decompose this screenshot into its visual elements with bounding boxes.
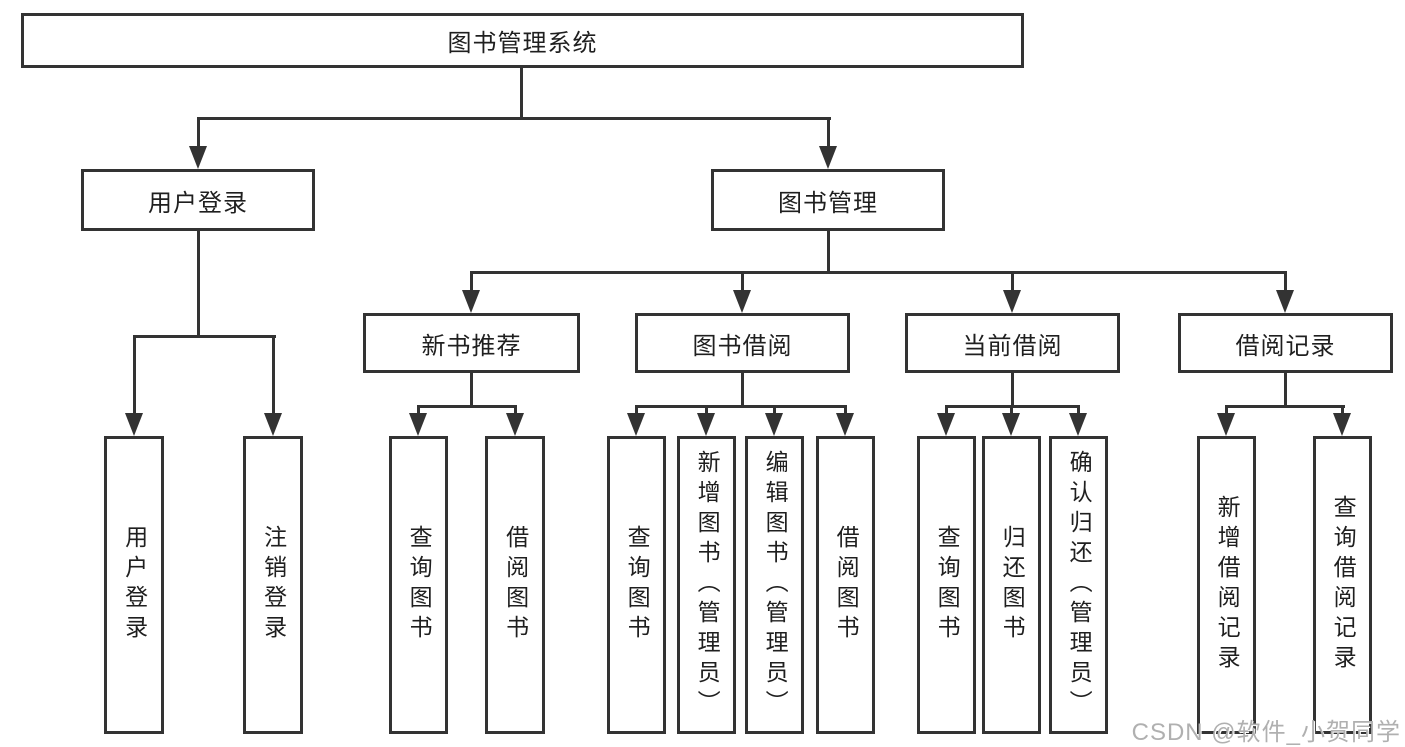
node-current-borrow: 当前借阅	[905, 313, 1120, 373]
connector-to-book-borrow	[741, 271, 744, 292]
connector-book-management-drop	[827, 231, 830, 274]
arrowhead-current-borrow	[1003, 290, 1021, 313]
leaf-user-login-label: 用户登录	[121, 525, 148, 645]
connector-to-borrow-borrow	[844, 405, 847, 415]
node-root-label: 图书管理系统	[447, 30, 598, 57]
connector-to-recommend-borrow	[514, 405, 517, 415]
leaf-borrow-borrow-book-label: 借阅图书	[833, 525, 860, 645]
arrowhead-borrow-add	[697, 413, 715, 436]
arrowhead-leaf-logout	[264, 413, 282, 436]
arrowhead-record-add	[1217, 413, 1235, 436]
arrowhead-new-book-recommend	[462, 290, 480, 313]
arrowhead-user-login	[189, 146, 207, 169]
arrowhead-current-return	[1002, 413, 1020, 436]
leaf-borrow-add-book: 新增图书（管理员）	[677, 436, 736, 734]
arrowhead-recommend-query	[409, 413, 427, 436]
arrowhead-current-query	[937, 413, 955, 436]
node-borrow-record-label: 借阅记录	[1235, 332, 1336, 360]
node-user-login-label: 用户登录	[148, 189, 248, 217]
connector-to-record-query	[1341, 405, 1344, 415]
arrowhead-book-management	[819, 146, 837, 169]
arrowhead-borrow-record	[1276, 290, 1294, 313]
node-book-borrow: 图书借阅	[635, 313, 850, 373]
connector-to-record-add	[1225, 405, 1228, 415]
arrowhead-borrow-borrow	[836, 413, 854, 436]
node-book-borrow-label: 图书借阅	[692, 332, 793, 360]
connector-to-new-book-recommend	[470, 271, 473, 292]
leaf-record-query-label: 查询借阅记录	[1330, 495, 1357, 675]
leaf-user-login: 用户登录	[104, 436, 164, 734]
leaf-current-confirm-return-label: 确认归还（管理员）	[1066, 450, 1093, 720]
leaf-record-add-label: 新增借阅记录	[1214, 495, 1241, 675]
connector-to-current-return	[1010, 405, 1013, 415]
node-book-management-label: 图书管理	[778, 189, 878, 217]
leaf-borrow-add-book-label: 新增图书（管理员）	[694, 450, 721, 720]
connector-borrow-drop	[741, 373, 744, 408]
node-new-book-recommend-label: 新书推荐	[421, 332, 522, 360]
arrowhead-record-query	[1333, 413, 1351, 436]
connector-to-book-management	[827, 117, 830, 147]
arrowhead-borrow-edit	[765, 413, 783, 436]
node-user-login: 用户登录	[81, 169, 315, 231]
leaf-recommend-borrow-book-label: 借阅图书	[502, 525, 529, 645]
leaf-recommend-query-book-label: 查询图书	[406, 525, 433, 645]
arrowhead-borrow-query	[627, 413, 645, 436]
node-current-borrow-label: 当前借阅	[962, 332, 1063, 360]
connector-to-current-confirm	[1077, 405, 1080, 415]
connector-to-borrow-record	[1284, 271, 1287, 292]
connector-record-rail	[1225, 405, 1345, 408]
leaf-borrow-edit-book-label: 编辑图书（管理员）	[762, 450, 789, 720]
arrowhead-current-confirm	[1069, 413, 1087, 436]
connector-to-user-login	[197, 117, 200, 147]
leaf-recommend-query-book: 查询图书	[389, 436, 448, 734]
arrowhead-book-borrow	[733, 290, 751, 313]
node-book-management: 图书管理	[711, 169, 945, 231]
connector-to-recommend-query	[417, 405, 420, 415]
leaf-logout: 注销登录	[243, 436, 303, 734]
leaf-record-add: 新增借阅记录	[1197, 436, 1256, 734]
connector-current-drop	[1011, 373, 1014, 408]
connector-user-login-drop	[197, 231, 200, 338]
connector-record-drop	[1284, 373, 1287, 408]
connector-to-borrow-edit	[773, 405, 776, 415]
leaf-current-query-book-label: 查询图书	[934, 525, 961, 645]
node-new-book-recommend: 新书推荐	[363, 313, 580, 373]
connector-to-borrow-add	[705, 405, 708, 415]
csdn-watermark: CSDN @软件_小贺同学	[1131, 719, 1401, 746]
leaf-borrow-query-book: 查询图书	[607, 436, 666, 734]
connector-to-leaf-logout	[272, 335, 275, 413]
leaf-current-return-book-label: 归还图书	[999, 525, 1026, 645]
connector-user-login-rail	[133, 335, 276, 338]
connector-recommend-drop	[470, 373, 473, 408]
connector-to-current-borrow	[1011, 271, 1014, 292]
node-root: 图书管理系统	[21, 13, 1024, 68]
leaf-borrow-edit-book: 编辑图书（管理员）	[745, 436, 804, 734]
connector-root-rail	[197, 117, 831, 120]
connector-book-management-rail	[470, 271, 1287, 274]
leaf-borrow-query-book-label: 查询图书	[624, 525, 651, 645]
connector-root-drop	[520, 68, 523, 120]
connector-to-current-query	[945, 405, 948, 415]
arrowhead-leaf-user-login	[125, 413, 143, 436]
leaf-current-confirm-return: 确认归还（管理员）	[1049, 436, 1108, 734]
connector-to-borrow-query	[635, 405, 638, 415]
leaf-logout-label: 注销登录	[260, 525, 287, 645]
leaf-recommend-borrow-book: 借阅图书	[485, 436, 545, 734]
leaf-record-query: 查询借阅记录	[1313, 436, 1372, 734]
connector-to-leaf-user-login	[133, 335, 136, 413]
node-borrow-record: 借阅记录	[1178, 313, 1393, 373]
leaf-current-query-book: 查询图书	[917, 436, 976, 734]
connector-borrow-rail	[635, 405, 846, 408]
leaf-borrow-borrow-book: 借阅图书	[816, 436, 875, 734]
arrowhead-recommend-borrow	[506, 413, 524, 436]
leaf-current-return-book: 归还图书	[982, 436, 1041, 734]
connector-recommend-rail	[417, 405, 517, 408]
